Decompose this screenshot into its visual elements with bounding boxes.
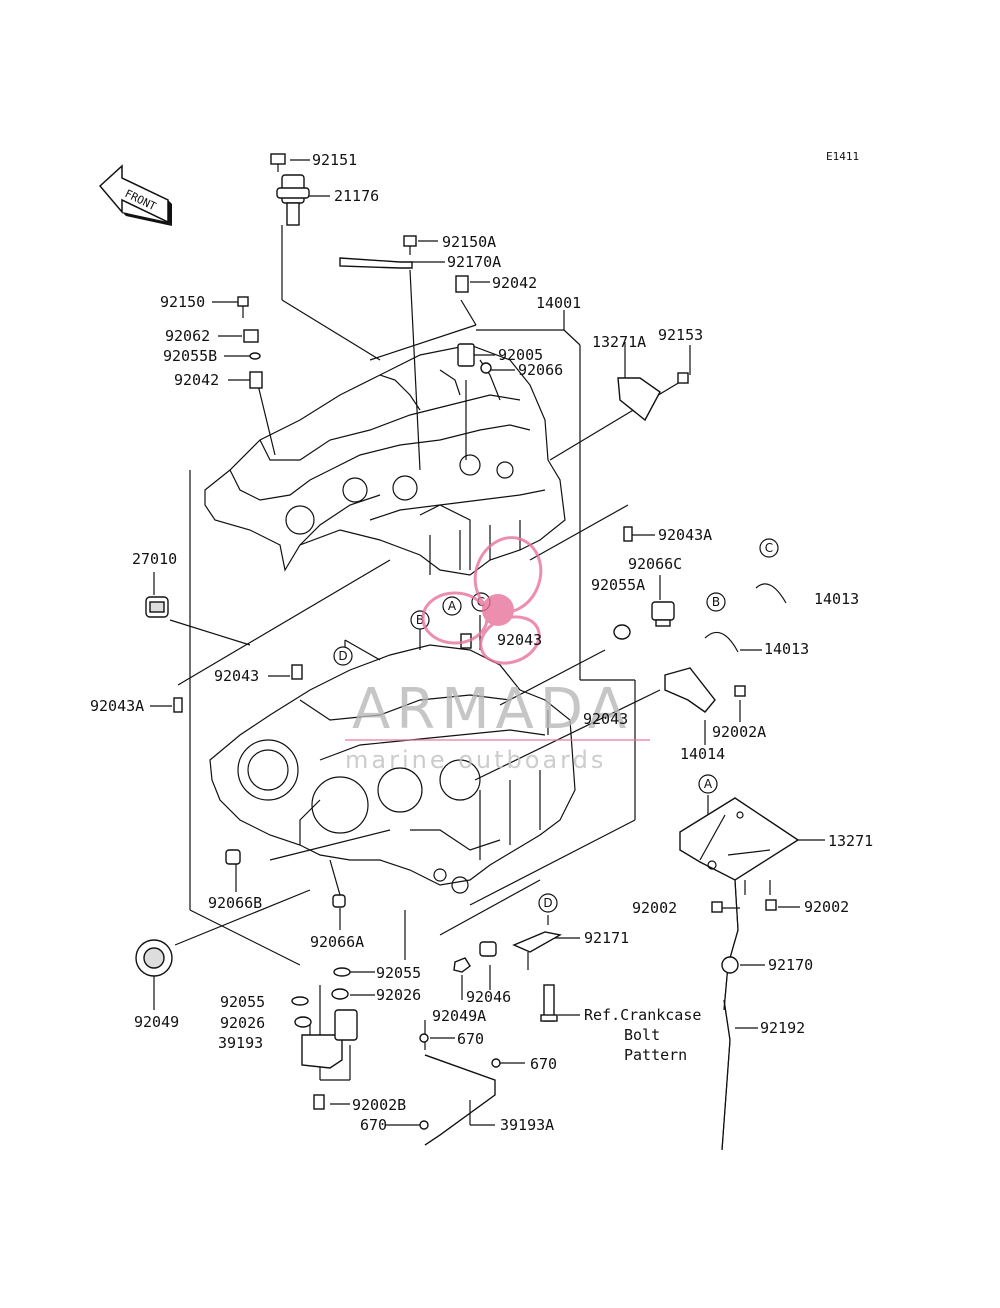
part-label-670-top: 670 — [457, 1030, 484, 1048]
callout-d-upper: D — [333, 646, 353, 666]
part-label-39193A: 39193A — [500, 1116, 554, 1134]
part-label-92043-right: 92043 — [583, 710, 628, 728]
part-label-670-mid: 670 — [530, 1055, 557, 1073]
part-label-92049: 92049 — [134, 1013, 179, 1031]
part-label-670-bottom: 670 — [360, 1116, 387, 1134]
propeller-logo-icon — [421, 536, 543, 665]
callout-a-center: A — [442, 596, 462, 616]
part-label-92026-left: 92026 — [220, 1014, 265, 1032]
svg-text:A: A — [448, 599, 457, 613]
part-label-92066C: 92066C — [628, 555, 682, 573]
callout-c-top: C — [759, 538, 779, 558]
part-label-14013-c: 14013 — [814, 590, 859, 608]
svg-text:B: B — [416, 613, 424, 627]
callout-d-lower: D — [538, 893, 558, 913]
part-label-92002-left: 92002 — [632, 899, 677, 917]
hardware-parts — [135, 153, 800, 1151]
part-label-92066B: 92066B — [208, 894, 262, 912]
part-label-14014: 14014 — [680, 745, 725, 763]
svg-text:A: A — [704, 777, 713, 791]
part-label-92171: 92171 — [584, 929, 629, 947]
part-label-13271: 13271 — [828, 832, 873, 850]
part-label-92066: 92066 — [518, 361, 563, 379]
part-label-21176: 21176 — [334, 187, 379, 205]
part-labels: 92151 21176 92150A 92170A 92042 14001 92… — [90, 151, 873, 1134]
part-label-27010: 27010 — [132, 550, 177, 568]
svg-text:B: B — [712, 595, 720, 609]
lower-crankcase — [209, 644, 576, 894]
part-label-13271A: 13271A — [592, 333, 646, 351]
part-label-92055B: 92055B — [163, 347, 217, 365]
part-label-92043A-lower: 92043A — [90, 697, 144, 715]
part-label-92055-left: 92055 — [220, 993, 265, 1011]
upper-crankcase — [204, 344, 566, 576]
watermark-tagline: marine outboards — [345, 746, 606, 774]
part-label-14013-b: 14013 — [764, 640, 809, 658]
callout-b-right: B — [706, 592, 726, 612]
part-label-92002-right: 92002 — [804, 898, 849, 916]
part-label-92043-left: 92043 — [214, 667, 259, 685]
part-label-92153: 92153 — [658, 326, 703, 344]
part-label-92170: 92170 — [768, 956, 813, 974]
part-label-92049A: 92049A — [432, 1007, 486, 1025]
part-label-92026-top: 92026 — [376, 986, 421, 1004]
part-label-92151: 92151 — [312, 151, 357, 169]
callout-letters: C B B A C D A D — [333, 538, 779, 913]
part-label-92046: 92046 — [466, 988, 511, 1006]
leader-lines — [150, 159, 825, 1126]
part-label-92150A: 92150A — [442, 233, 496, 251]
part-label-92055A: 92055A — [591, 576, 645, 594]
callout-a-plate: A — [698, 774, 718, 794]
watermark-brand: ARMADA — [352, 677, 632, 742]
part-label-92043A-upper: 92043A — [658, 526, 712, 544]
part-label-92002B: 92002B — [352, 1096, 406, 1114]
part-label-39193: 39193 — [218, 1034, 263, 1052]
part-label-92055-top: 92055 — [376, 964, 421, 982]
part-label-92042-top: 92042 — [492, 274, 537, 292]
diagram-code: E1411 — [826, 150, 859, 163]
part-label-92005: 92005 — [498, 346, 543, 364]
part-label-92062: 92062 — [165, 327, 210, 345]
part-label-92170A: 92170A — [447, 253, 501, 271]
svg-text:Pattern: Pattern — [624, 1046, 687, 1064]
part-label-92043-center: 92043 — [497, 631, 542, 649]
part-label-92002A: 92002A — [712, 723, 766, 741]
svg-text:Bolt: Bolt — [624, 1026, 660, 1044]
part-label-14001: 14001 — [536, 294, 581, 312]
front-arrow-icon: FRONT — [98, 164, 172, 226]
svg-text:D: D — [543, 896, 552, 910]
part-label-92066A: 92066A — [310, 933, 364, 951]
part-label-92042: 92042 — [174, 371, 219, 389]
part-label-92150: 92150 — [160, 293, 205, 311]
part-label-92192: 92192 — [760, 1019, 805, 1037]
svg-text:Ref.Crankcase: Ref.Crankcase — [584, 1006, 701, 1024]
svg-text:D: D — [338, 649, 347, 663]
svg-text:C: C — [765, 541, 773, 555]
crankcase-bolt-reference-note: Ref.Crankcase Bolt Pattern — [584, 1006, 701, 1064]
armada-watermark: ARMADA marine outboards — [345, 536, 650, 774]
